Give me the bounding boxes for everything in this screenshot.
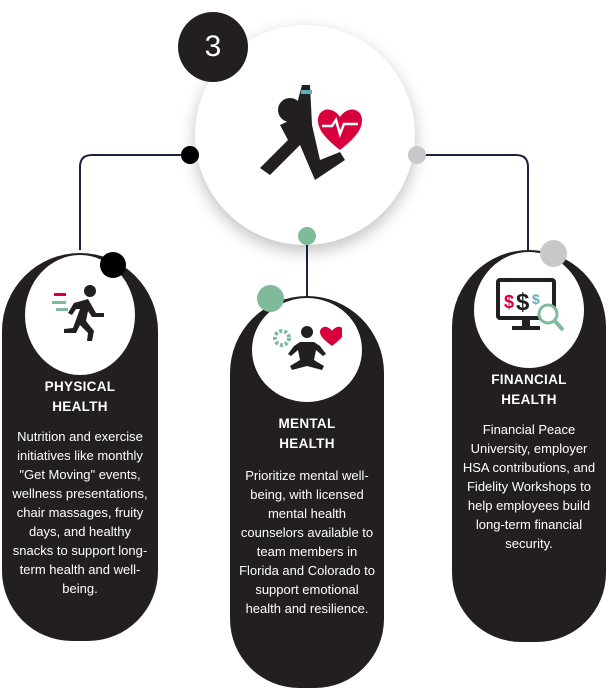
step-number: 3 [204, 30, 222, 63]
svg-text:$: $ [532, 291, 540, 307]
card-description: Financial Peace University, employer HSA… [462, 422, 596, 551]
step-badge: 3 [178, 12, 248, 82]
card-dot-gray [540, 240, 567, 267]
card-dot-green [257, 285, 284, 312]
connector-dot-black [181, 146, 199, 164]
connector-dot-gray [408, 146, 426, 164]
svg-text:$: $ [516, 289, 530, 316]
card-description: Prioritize mental well-being, with licen… [239, 468, 375, 616]
fitness-heart-icon [260, 85, 362, 180]
svg-text:$: $ [504, 292, 514, 312]
meditation-icon [273, 326, 342, 370]
card-description: Nutrition and exercise initiatives like … [12, 429, 148, 596]
running-person-icon [52, 285, 104, 341]
financial-monitor-icon: $ $ $ [496, 278, 565, 332]
card-dot-black [100, 252, 126, 278]
connector-dot-green [298, 227, 316, 245]
